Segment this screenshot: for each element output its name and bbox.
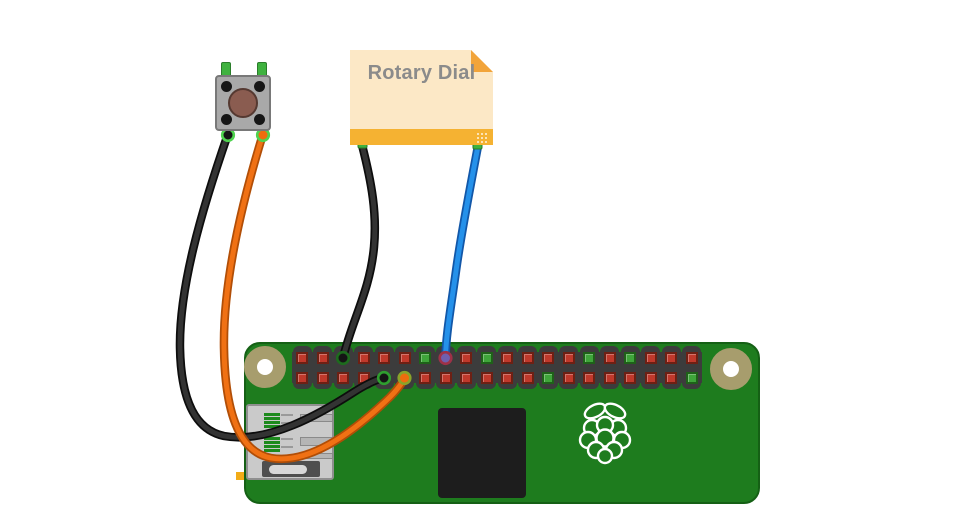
mounting-hole-left [244,346,286,388]
sd-pad [264,441,280,444]
sd-pad [264,413,280,416]
button-cap[interactable] [228,88,258,118]
gpio-pin-bottom-20[interactable] [685,372,698,384]
gpio-pin-top-1[interactable] [296,352,308,364]
sd-finger [281,438,293,440]
gpio-pin-bottom-7[interactable] [419,372,431,384]
gpio-pin-top-10[interactable] [480,352,493,364]
sd-pad [264,449,280,452]
gpio-pin-bottom-2[interactable] [316,372,329,384]
gpio-pin-bottom-8[interactable] [439,372,452,384]
sd-slot-line [297,453,333,459]
sd-slot-line [300,437,333,446]
sd-finger [281,446,293,448]
gpio-pin-bottom-16[interactable] [603,372,616,384]
gpio-pin-top-13[interactable] [542,352,554,364]
gpio-pin-top-4[interactable] [357,352,370,364]
microsd-slot [246,404,334,480]
smd-component-yellow [236,472,244,480]
button-contact-dot [221,114,232,125]
gpio-pin-bottom-5[interactable] [378,372,390,384]
gpio-pin-top-7[interactable] [419,352,431,364]
sd-finger [281,414,293,416]
sd-finger [281,422,293,424]
rotary-wire-black[interactable] [340,142,378,361]
gpio-pin-top-5[interactable] [378,352,390,364]
gpio-pin-bottom-19[interactable] [665,372,677,384]
gpio-pin-top-2[interactable] [316,352,329,364]
gpio-pin-bottom-18[interactable] [644,372,657,384]
rotary-dial-pin-strip [350,129,493,145]
gpio-pin-top-9[interactable] [460,352,472,364]
push-button[interactable] [215,75,271,131]
sd-slot-line [300,414,333,422]
gpio-pin-top-15[interactable] [583,352,595,364]
rotary-wire-blue[interactable] [443,143,481,361]
soc-chip [438,408,526,498]
gpio-pin-bottom-6[interactable] [399,372,410,384]
gpio-pin-top-11[interactable] [501,352,513,364]
sd-pad [264,421,280,424]
gpio-pin-bottom-12[interactable] [521,372,534,384]
gpio-pin-top-6[interactable] [398,352,411,364]
sd-pad [264,417,280,420]
gpio-pin-top-18[interactable] [644,352,657,364]
rotary-dial-note-body [350,50,493,129]
mounting-hole-right [710,348,752,390]
sd-catch [262,461,320,477]
rotary-dial-label: Rotary Dial [367,62,476,84]
rotary-dial-part[interactable]: Rotary Dial [350,50,493,145]
gpio-pin-bottom-1[interactable] [296,372,308,384]
gpio-pin-bottom-14[interactable] [562,372,575,384]
gpio-pin-top-16[interactable] [603,352,616,364]
sd-pad [264,437,280,440]
gpio-pin-bottom-4[interactable] [357,372,370,384]
gpio-pin-top-14[interactable] [562,352,575,364]
sd-pad [264,445,280,448]
gpio-pin-top-3[interactable] [337,352,349,364]
gpio-pin-top-19[interactable] [665,352,677,364]
gpio-pin-bottom-15[interactable] [583,372,595,384]
gpio-pin-bottom-13[interactable] [542,372,554,384]
gpio-pin-bottom-3[interactable] [337,372,349,384]
gpio-pin-top-17[interactable] [624,352,636,364]
rotary-wire-black[interactable] [338,140,380,363]
gpio-pin-top-8[interactable] [440,352,451,364]
gpio-pin-bottom-10[interactable] [480,372,493,384]
gpio-pin-top-20[interactable] [685,352,698,364]
rotary-wire-blue[interactable] [441,141,483,363]
gpio-pin-bottom-11[interactable] [501,372,513,384]
button-contact-dot [254,81,265,92]
gpio-pin-bottom-17[interactable] [624,372,636,384]
gpio-pin-top-12[interactable] [521,352,534,364]
gpio-pin-bottom-9[interactable] [460,372,472,384]
sd-catch-slider [269,465,307,474]
sd-pad [264,425,280,428]
button-contact-dot [254,114,265,125]
button-contact-dot [221,81,232,92]
